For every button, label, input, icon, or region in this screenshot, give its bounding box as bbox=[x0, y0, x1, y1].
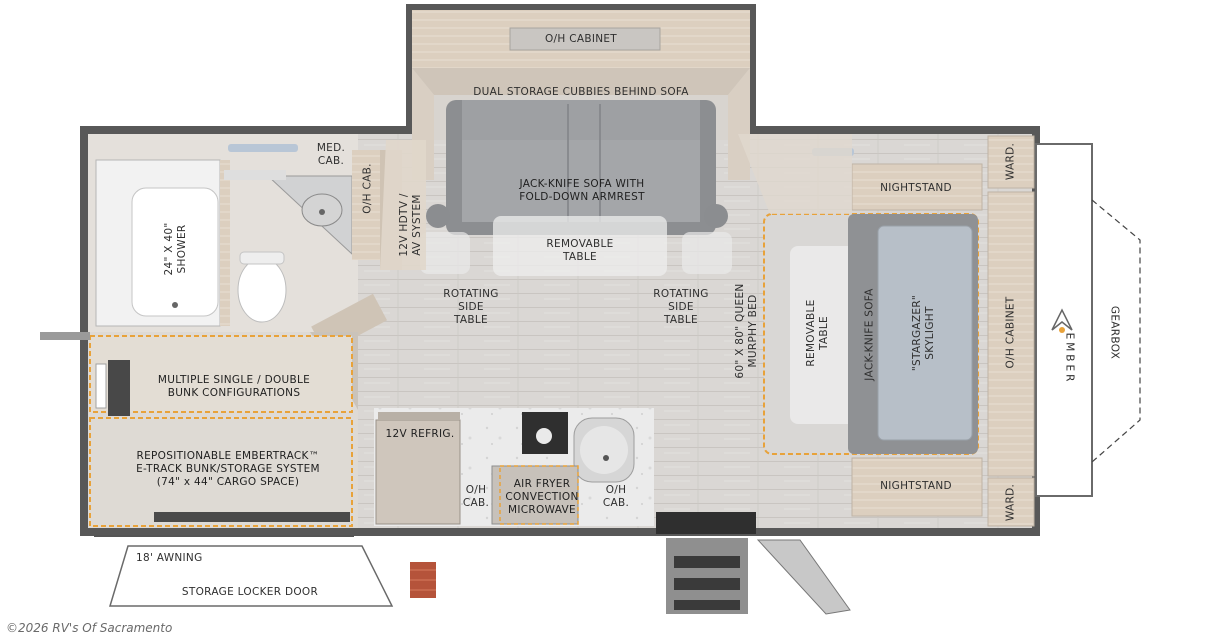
wardrobe-top bbox=[987, 135, 1035, 189]
label-nightstand-bottom: NIGHTSTAND bbox=[880, 480, 952, 492]
label-oh-cab-vertical: O/H CAB. bbox=[361, 163, 374, 214]
nightstand-top bbox=[851, 163, 983, 211]
label-air-fryer: AIR FRYER CONVECTION MICROWAVE bbox=[505, 478, 579, 516]
label-oh-cab-kitchen-left: O/H CAB. bbox=[462, 484, 490, 509]
label-oh-cabinet-top: O/H CABINET bbox=[544, 33, 618, 45]
label-oh-cabinet-right: O/H CABINET bbox=[1004, 296, 1017, 369]
embertrack-highlight bbox=[89, 417, 353, 527]
storage-locker-door bbox=[108, 545, 394, 607]
bunk-highlight bbox=[89, 335, 353, 413]
entry-door bbox=[656, 512, 756, 534]
label-skylight: "STARGAZER" SKYLIGHT bbox=[911, 294, 936, 372]
label-wardrobe-bottom: WARD. bbox=[1004, 483, 1017, 522]
label-rotating-side-right: ROTATING SIDE TABLE bbox=[653, 288, 709, 326]
overhead-cabinet-right bbox=[987, 191, 1035, 477]
refrigerator bbox=[375, 419, 461, 525]
copyright-credit: ©2026 RV's Of Sacramento bbox=[6, 621, 173, 635]
label-sofa: JACK-KNIFE SOFA WITH FOLD-DOWN ARMREST bbox=[519, 178, 645, 203]
wardrobe-bottom bbox=[987, 477, 1035, 527]
label-gearbox: GEARBOX bbox=[1108, 305, 1121, 360]
nightstand-bottom bbox=[851, 457, 983, 517]
label-ember-logo: EMBER bbox=[1063, 332, 1076, 385]
label-bunk: MULTIPLE SINGLE / DOUBLE BUNK CONFIGURAT… bbox=[157, 374, 311, 399]
label-awning: 18' AWNING bbox=[136, 552, 203, 564]
label-cubbies: DUAL STORAGE CUBBIES BEHIND SOFA bbox=[473, 86, 689, 98]
label-shower: 24" X 40" SHOWER bbox=[163, 222, 188, 276]
label-oh-cab-kitchen-right: O/H CAB. bbox=[602, 484, 630, 509]
label-wardrobe-top: WARD. bbox=[1004, 142, 1017, 181]
label-queen-bed: 60" X 80" QUEEN MURPHY BED bbox=[734, 283, 759, 379]
label-removable-table-front: REMOVABLE TABLE bbox=[546, 238, 614, 263]
front-cap bbox=[1035, 143, 1093, 497]
label-storage-locker: STORAGE LOCKER DOOR bbox=[181, 586, 319, 598]
label-removable-table-bed: REMOVABLE TABLE bbox=[805, 299, 830, 367]
microwave-highlight bbox=[499, 465, 579, 525]
skylight bbox=[877, 225, 973, 441]
label-refrigerator: 12V REFRIG. bbox=[385, 428, 455, 440]
label-jackknife-sofa: JACK-KNIFE SOFA bbox=[863, 288, 876, 381]
label-med-cab: MED. CAB. bbox=[316, 142, 346, 167]
label-nightstand-top: NIGHTSTAND bbox=[880, 182, 952, 194]
ember-logo-icon bbox=[1051, 308, 1073, 331]
toilet bbox=[237, 257, 287, 323]
label-embertrack: REPOSITIONABLE EMBERTRACK™ E-TRACK BUNK/… bbox=[136, 450, 320, 488]
removable-table-front bbox=[493, 216, 667, 276]
label-rotating-side-left: ROTATING SIDE TABLE bbox=[443, 288, 499, 326]
label-hdtv: 12V HDTV / AV SYSTEM bbox=[398, 193, 423, 257]
